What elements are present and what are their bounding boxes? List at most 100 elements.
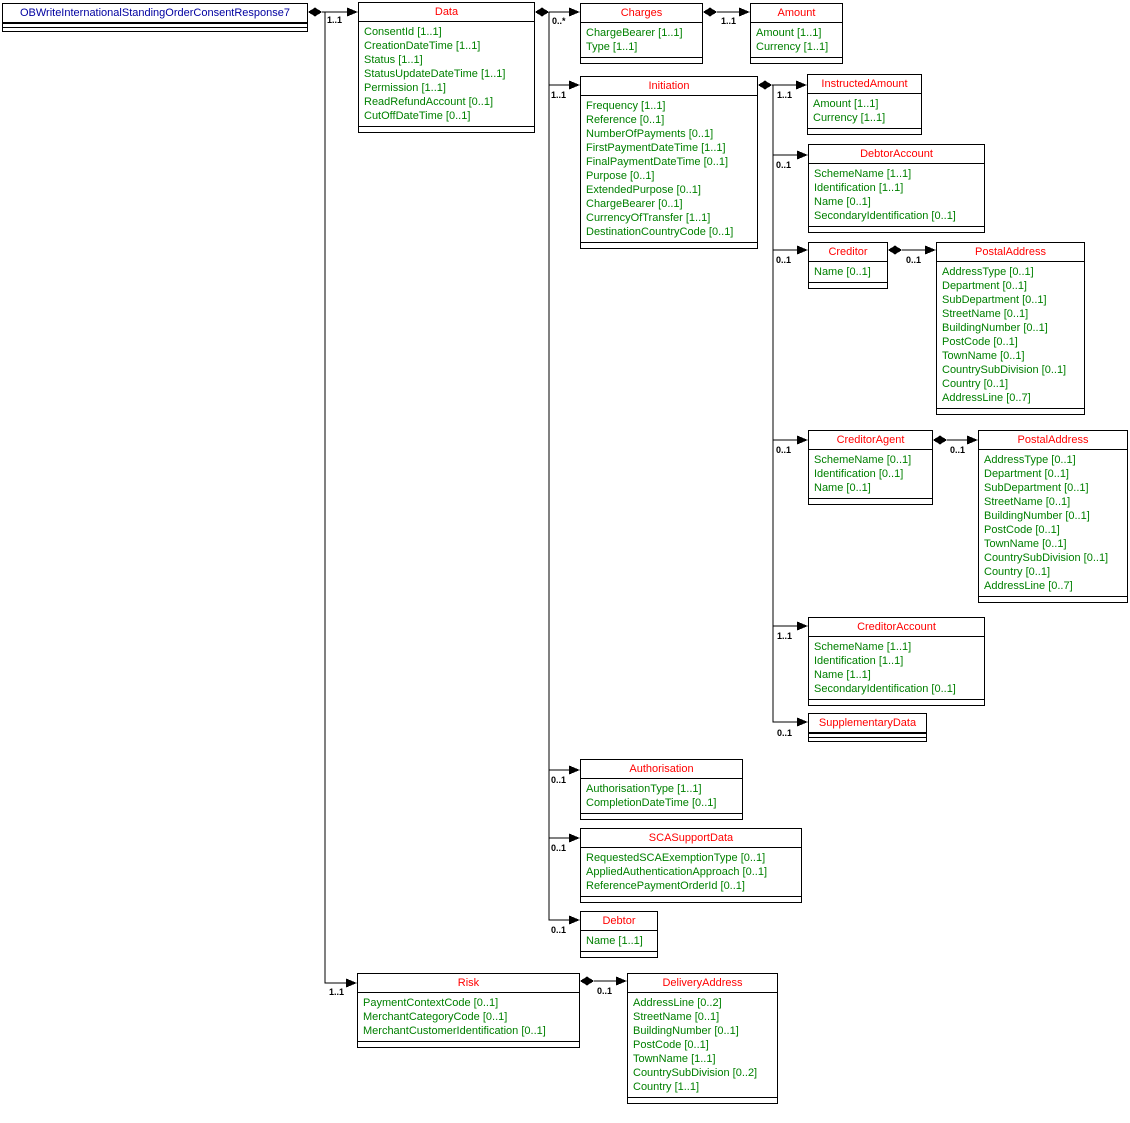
class-title-debtor: Debtor <box>581 912 657 931</box>
class-box-supplementary-data: SupplementaryData <box>808 713 927 742</box>
class-attribute: Identification [0..1] <box>814 468 904 480</box>
class-attribute: StreetName [0..1] <box>942 308 1029 320</box>
class-attribute: NumberOfPayments [0..1] <box>586 128 714 140</box>
composition-diamond-icon <box>933 435 947 445</box>
class-attribute: Identification [1..1] <box>814 655 904 667</box>
multiplicity-label: 0..1 <box>597 986 613 996</box>
class-title-root: OBWriteInternationalStandingOrderConsent… <box>3 4 307 23</box>
class-attribute: Currency [1..1] <box>756 41 829 53</box>
class-attribute: Identification [1..1] <box>814 182 904 194</box>
class-attribute: AuthorisationType [1..1] <box>586 783 702 795</box>
class-attribute: RequestedSCAExemptionType [0..1] <box>586 852 766 864</box>
class-attributes: RequestedSCAExemptionType [0..1] AppliedA… <box>581 848 801 896</box>
empty-compartment <box>359 126 534 132</box>
empty-compartment <box>581 951 657 957</box>
class-attribute: SecondaryIdentification [0..1] <box>814 210 956 222</box>
composition-diamond-icon <box>703 7 717 17</box>
class-attributes: SchemeName [0..1]Identification [0..1]Na… <box>809 450 932 498</box>
class-attribute: TownName [0..1] <box>942 350 1025 362</box>
class-attribute: SecondaryIdentification [0..1] <box>814 683 956 695</box>
class-attribute: CompletionDateTime [0..1] <box>586 797 717 809</box>
class-attribute: CountrySubDivision [0..1] <box>984 552 1109 564</box>
class-attribute: AddressLine [0..7] <box>984 580 1073 592</box>
multiplicity-label: 1..1 <box>777 631 793 641</box>
class-attribute: SchemeName [1..1] <box>814 641 912 653</box>
class-attribute: Name [0..1] <box>814 266 871 278</box>
empty-compartment <box>809 699 984 705</box>
class-title-charges: Charges <box>581 4 702 23</box>
arrowhead-icon <box>797 150 808 160</box>
class-attribute: DestinationCountryCode [0..1] <box>586 226 734 238</box>
class-title-creditor-account: CreditorAccount <box>809 618 984 637</box>
class-attribute: Department [0..1] <box>942 280 1027 292</box>
empty-compartment <box>581 242 757 248</box>
composition-diamond-icon <box>580 976 594 986</box>
arrowhead-icon <box>569 80 580 90</box>
class-attribute: SchemeName [0..1] <box>814 454 912 466</box>
multiplicity-label: 1..1 <box>329 987 345 997</box>
multiplicity-label: 0..1 <box>776 445 792 455</box>
class-title-initiation: Initiation <box>581 77 757 96</box>
class-attribute: AddressType [0..1] <box>942 266 1034 278</box>
class-attribute: AppliedAuthenticationApproach [0..1] <box>586 866 768 878</box>
connector-line <box>772 85 797 723</box>
empty-compartment <box>628 1097 777 1103</box>
class-attribute: CreationDateTime [1..1] <box>364 40 481 52</box>
multiplicity-label: 0..1 <box>551 925 567 935</box>
composition-diamond-icon <box>888 245 902 255</box>
class-attribute: ExtendedPurpose [0..1] <box>586 184 701 196</box>
class-attribute: AddressLine [0..2] <box>633 997 722 1009</box>
arrowhead-icon <box>616 976 627 986</box>
arrowhead-icon <box>347 7 358 17</box>
class-attribute: FinalPaymentDateTime [0..1] <box>586 156 729 168</box>
class-title-instructed-amount: InstructedAmount <box>808 75 921 94</box>
class-attribute: StreetName [0..1] <box>984 496 1071 508</box>
class-attribute: TownName [0..1] <box>984 538 1067 550</box>
composition-diamond-icon <box>758 80 772 90</box>
class-attribute: SubDepartment [0..1] <box>984 482 1089 494</box>
class-attribute: PaymentContextCode [0..1] <box>363 997 499 1009</box>
class-attributes: AddressType [0..1]Department [0..1]SubDe… <box>979 450 1127 596</box>
multiplicity-label: 0..1 <box>776 160 792 170</box>
class-attribute: PostCode [0..1] <box>984 524 1060 536</box>
class-attribute: ConsentId [1..1] <box>364 26 442 38</box>
class-attribute: BuildingNumber [0..1] <box>942 322 1048 334</box>
empty-compartment <box>581 896 801 902</box>
empty-compartment <box>809 498 932 504</box>
class-attribute: Permission [1..1] <box>364 82 446 94</box>
class-attributes: Name [1..1] <box>581 931 657 951</box>
class-attribute: CutOffDateTime [0..1] <box>364 110 471 122</box>
class-title-creditor: Creditor <box>809 243 887 262</box>
connector-line <box>548 12 569 921</box>
arrowhead-icon <box>925 245 936 255</box>
class-title-postal-address-2: PostalAddress <box>979 431 1127 450</box>
class-title-amount: Amount <box>751 4 842 23</box>
empty-compartment <box>809 733 926 737</box>
composition-diamond-icon <box>535 7 549 17</box>
class-attribute: FirstPaymentDateTime [1..1] <box>586 142 726 154</box>
class-title-sca-support-data: SCASupportData <box>581 829 801 848</box>
class-box-root: OBWriteInternationalStandingOrderConsent… <box>2 3 308 32</box>
class-attribute: SubDepartment [0..1] <box>942 294 1047 306</box>
class-attributes: AddressLine [0..2]StreetName [0..1]Build… <box>628 993 777 1097</box>
empty-compartment <box>809 226 984 232</box>
class-attribute: Reference [0..1] <box>586 114 665 126</box>
arrowhead-icon <box>569 765 580 775</box>
multiplicity-label: 0..1 <box>906 255 922 265</box>
arrowhead-icon <box>797 621 808 631</box>
multiplicity-label: 0..1 <box>950 445 966 455</box>
arrowhead-icon <box>797 717 808 727</box>
multiplicity-label: 1..1 <box>777 90 793 100</box>
connector-line <box>322 11 346 984</box>
class-attribute: Amount [1..1] <box>813 98 879 110</box>
arrowhead-icon <box>796 80 807 90</box>
class-title-data: Data <box>359 3 534 22</box>
